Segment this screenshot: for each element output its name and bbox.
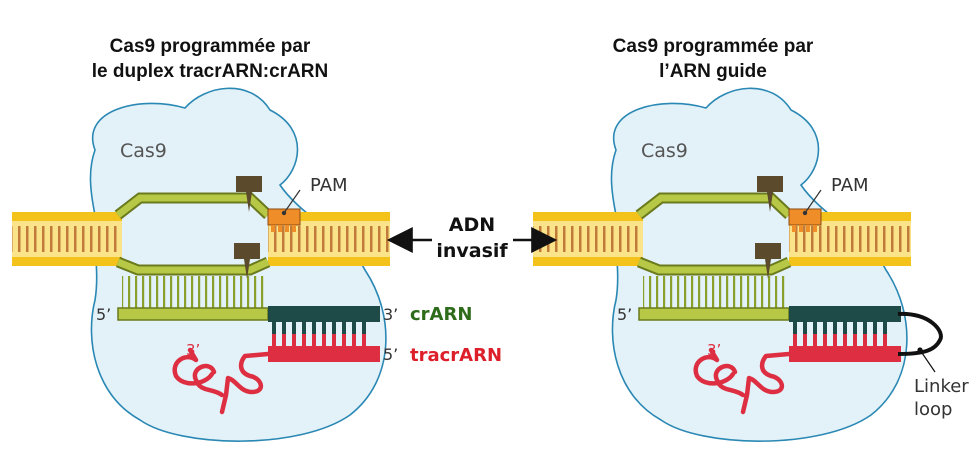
right-cas9-label: Cas9 [641, 140, 688, 162]
left-cas9-complex [12, 88, 390, 441]
right-panel-title: Cas9 programmée par l’ARN guide [548, 34, 878, 84]
left-three-prime-tracr: 3’ [186, 341, 200, 359]
left-five-prime-target: 5’ [96, 305, 111, 324]
tracrrna-label: tracrARN [410, 345, 502, 366]
left-title-line1: Cas9 programmée par [109, 36, 311, 57]
linker-loop [897, 311, 943, 356]
left-cas9-label: Cas9 [120, 140, 167, 162]
right-five-prime-target: 5’ [617, 305, 632, 324]
left-panel-title: Cas9 programmée par le duplex tracrARN:c… [45, 34, 375, 84]
right-pam-label: PAM [831, 175, 869, 196]
right-title-line1: Cas9 programmée par [612, 36, 814, 57]
linker-label-line2: loop [914, 399, 952, 420]
crrna-label: crARN [410, 304, 472, 325]
left-three-prime-crrna: 3’ [383, 305, 398, 324]
right-three-prime-tracr: 3’ [707, 341, 721, 359]
linker-label-line1: Linker [914, 376, 969, 397]
right-title-line2: l’ARN guide [659, 61, 767, 82]
left-pam-label: PAM [310, 175, 348, 196]
right-cas9-complex [533, 88, 911, 441]
center-label-line1: ADN [449, 214, 495, 236]
left-five-prime-tracr: 5’ [383, 345, 398, 364]
center-label-line2: invasif [436, 240, 508, 262]
left-title-line2: le duplex tracrARN:crARN [91, 61, 329, 82]
